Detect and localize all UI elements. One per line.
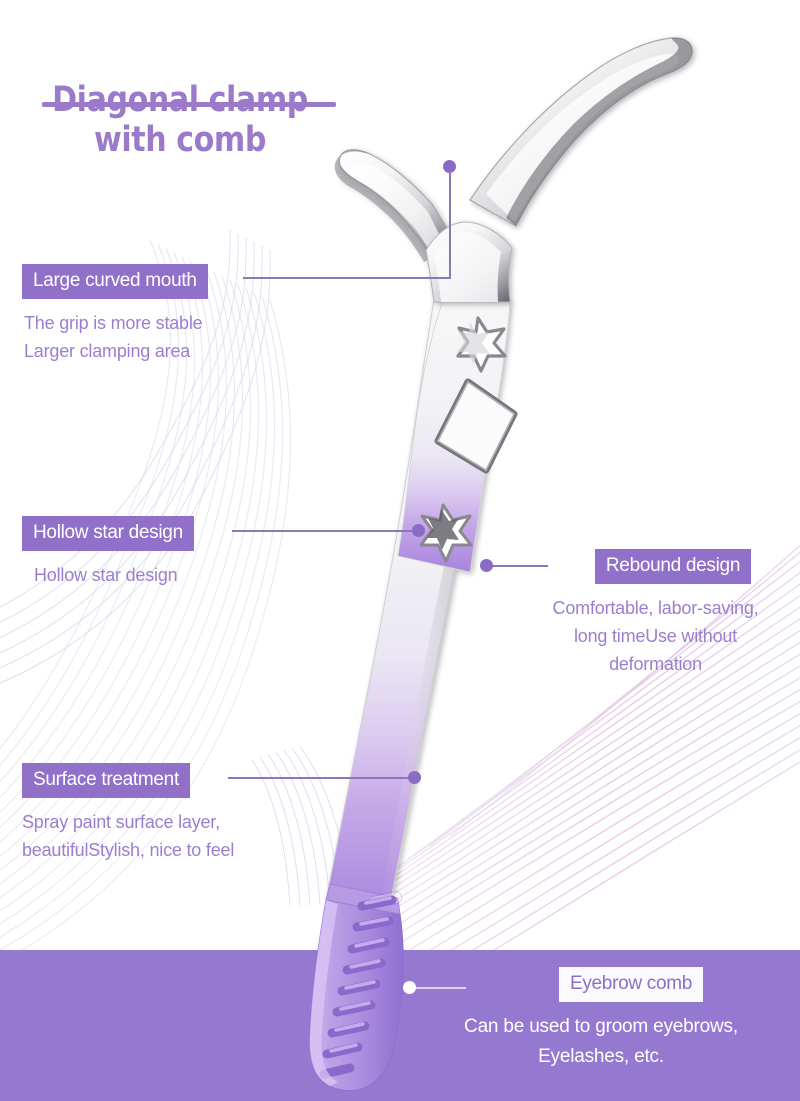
page-title-line-1: Diagonal clamp — [52, 80, 308, 120]
connector-dot-rebound — [480, 559, 493, 572]
eyebrow-comb — [309, 883, 404, 1092]
connector-dot-surface-treatment — [408, 771, 421, 784]
callout-description-surface-treatment: Spray paint surface layer, beautifulStyl… — [22, 812, 235, 860]
diamond-cutout — [434, 378, 518, 474]
callout-label-eyebrow-comb: Eyebrow comb — [558, 967, 704, 1002]
callout-label-rebound-design: Rebound design — [594, 549, 752, 584]
page-title: Diagonal clamp with comb — [0, 80, 360, 160]
callout-label-large-curved-mouth: Large curved mouth — [22, 264, 208, 299]
leader-line-rebound — [486, 565, 548, 567]
comb-slot-group — [319, 895, 397, 1079]
title-underline — [42, 102, 336, 107]
comb-slot-highlight — [329, 896, 392, 1053]
callout-hollow-star-design: Hollow star design Hollow star design — [22, 516, 292, 589]
callout-description-rebound-design: Comfortable, labor-saving, long timeUse … — [552, 598, 759, 674]
callout-description-eyebrow-comb: Can be used to groom eyebrows, Eyelashes… — [464, 1016, 738, 1067]
connector-dot-hollow-star — [412, 524, 425, 537]
leader-line-large-curved-mouth — [243, 277, 451, 279]
connector-dot-large-curved-mouth — [443, 160, 456, 173]
callout-rebound-design: Rebound design Comfortable, labor-saving… — [548, 549, 798, 678]
hollow-star-upper — [456, 316, 507, 373]
callout-large-curved-mouth: Large curved mouth The grip is more stab… — [22, 264, 292, 365]
callout-label-surface-treatment: Surface treatment — [22, 763, 190, 798]
tweezer-head — [334, 37, 693, 303]
leader-line-hollow-star — [232, 530, 418, 532]
callout-description-hollow-star-design: Hollow star design — [34, 565, 178, 585]
callout-description-large-curved-mouth: The grip is more stable Larger clamping … — [24, 313, 203, 361]
callout-label-hollow-star-design: Hollow star design — [22, 516, 194, 551]
connector-dot-eyebrow-comb — [403, 981, 416, 994]
page-title-line-2: with comb — [94, 120, 266, 160]
callout-eyebrow-comb: Eyebrow comb Can be used to groom eyebro… — [464, 967, 796, 1072]
leader-line-surface-treatment — [228, 777, 414, 779]
leader-line-large-curved-mouth-vertical — [449, 168, 451, 278]
callout-surface-treatment: Surface treatment Spray paint surface la… — [22, 763, 322, 864]
leader-line-eyebrow-comb — [411, 987, 466, 989]
hollow-star-lower — [419, 503, 473, 563]
